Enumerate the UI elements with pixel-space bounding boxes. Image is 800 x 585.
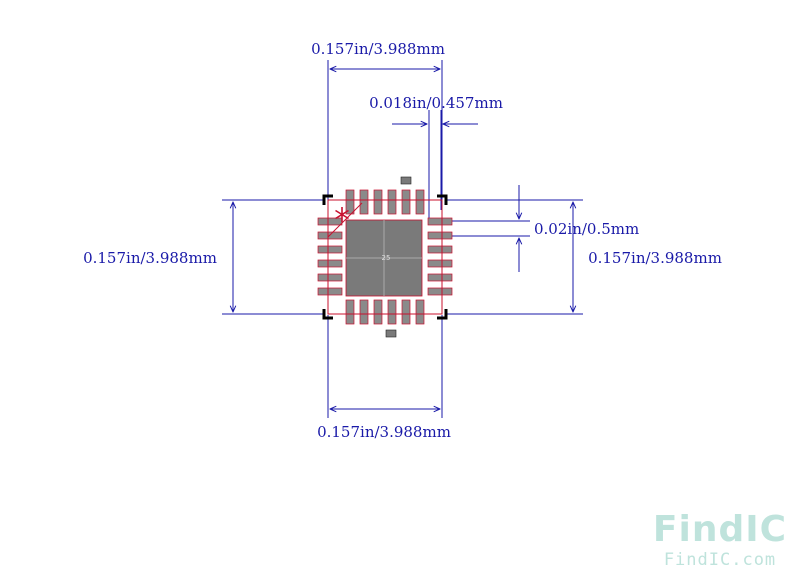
bottom-orientation-marker bbox=[385, 329, 397, 338]
pad-bottom bbox=[401, 299, 411, 325]
pad-right bbox=[427, 287, 453, 296]
pad-right bbox=[427, 245, 453, 254]
pad-left bbox=[317, 245, 343, 254]
findic-logo: FindIC bbox=[653, 509, 787, 550]
dimension-lines bbox=[222, 60, 583, 418]
pad-right bbox=[427, 273, 453, 282]
pad-top bbox=[401, 189, 411, 215]
dim-left-height: 0.157in/3.988mm bbox=[83, 249, 217, 267]
pin1-star-icon bbox=[335, 207, 349, 222]
pad-left bbox=[317, 259, 343, 268]
pad-left bbox=[317, 217, 343, 226]
body-outline bbox=[327, 199, 443, 315]
pad-top bbox=[373, 189, 383, 215]
pad-right bbox=[427, 259, 453, 268]
pad-top bbox=[387, 189, 397, 215]
pad-right bbox=[427, 217, 453, 226]
findic-watermark: FindIC FindIC.com bbox=[653, 509, 787, 570]
pad-bottom bbox=[345, 299, 355, 325]
center-pad-label: 25 bbox=[382, 254, 391, 262]
pad-left bbox=[317, 273, 343, 282]
pad-left bbox=[317, 287, 343, 296]
pad-bottom bbox=[415, 299, 425, 325]
dim-top-width: 0.157in/3.988mm bbox=[311, 40, 445, 58]
pad-right bbox=[427, 231, 453, 240]
pad-top bbox=[359, 189, 369, 215]
pad-bottom bbox=[373, 299, 383, 325]
package-footprint: 25 bbox=[317, 176, 453, 338]
center-pad: 25 bbox=[345, 219, 423, 297]
dim-pad-width: 0.018in/0.457mm bbox=[369, 94, 503, 112]
pad-bottom bbox=[359, 299, 369, 325]
dim-pitch: 0.02in/0.5mm bbox=[534, 220, 639, 238]
dim-bottom-width: 0.157in/3.988mm bbox=[317, 423, 451, 441]
top-orientation-marker bbox=[400, 176, 412, 185]
pad-top bbox=[345, 189, 355, 215]
pin1-diagonal bbox=[327, 202, 363, 238]
pad-top bbox=[415, 189, 425, 215]
corner-marks bbox=[322, 194, 448, 320]
pad-bottom bbox=[387, 299, 397, 325]
findic-url: FindIC.com bbox=[664, 550, 776, 570]
dim-right-height: 0.157in/3.988mm bbox=[588, 249, 722, 267]
